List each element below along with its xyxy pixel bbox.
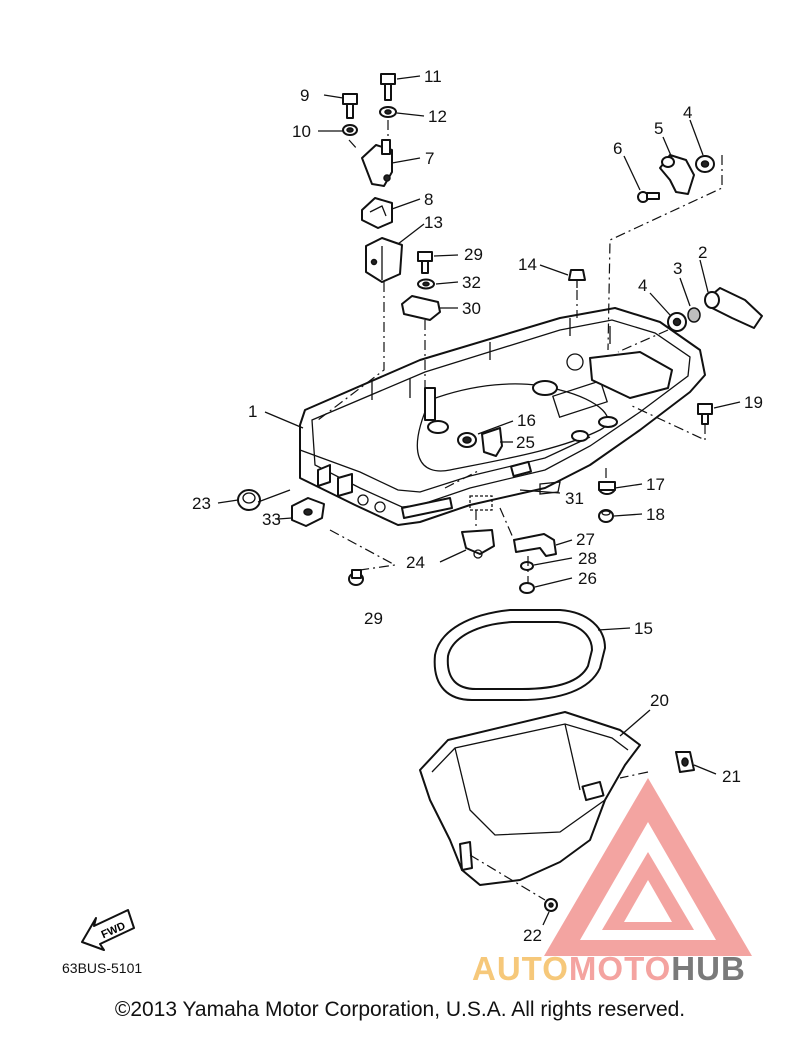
callout-24: 24: [406, 553, 425, 572]
part-4-grommet-lower: [667, 312, 687, 332]
part-17-grommet: [598, 481, 616, 495]
part-15-seal: [433, 609, 606, 701]
callout-29-upper: 29: [464, 245, 483, 264]
part-9-bolt: [342, 93, 358, 119]
diagram-code: 63BUS-5101: [62, 960, 143, 976]
part-12-washer: [379, 106, 397, 118]
callout-7: 7: [425, 149, 434, 168]
callout-9: 9: [300, 86, 309, 105]
part-24-fitting: [461, 529, 495, 559]
callout-27: 27: [576, 530, 595, 549]
watermark-hub: HUB: [671, 950, 746, 987]
part-5-lever: [659, 154, 695, 195]
part-29-bolt-lower: [348, 569, 364, 586]
part-13-rubber: [365, 237, 403, 283]
callout-8: 8: [424, 190, 433, 209]
part-23-plug: [237, 489, 261, 511]
callout-28: 28: [578, 549, 597, 568]
callout-13: 13: [424, 213, 443, 232]
callout-16: 16: [517, 411, 536, 430]
part-6-screw: [637, 191, 660, 203]
part-25-clamp: [481, 427, 503, 457]
callout-4-lower: 4: [638, 276, 647, 295]
callout-17: 17: [646, 475, 665, 494]
part-30-plate: [401, 295, 441, 321]
callout-20: 20: [650, 691, 669, 710]
callout-2: 2: [698, 243, 707, 262]
part-16-grommet: [457, 432, 477, 448]
watermark-triangle: [544, 778, 752, 956]
copyright-notice: ©2013 Yamaha Motor Corporation, U.S.A. A…: [114, 998, 686, 1021]
part-22-nut: [544, 898, 558, 912]
part-26-screw: [519, 582, 535, 594]
callout-15: 15: [634, 619, 653, 638]
callout-29-lower: 29: [364, 609, 383, 628]
part-11-bolt: [380, 73, 396, 101]
bottom-cowling: [299, 307, 706, 526]
callout-19: 19: [744, 393, 763, 412]
part-33-grommet: [291, 497, 325, 527]
callout-30: 30: [462, 299, 481, 318]
callout-32: 32: [462, 273, 481, 292]
callout-21: 21: [722, 767, 741, 786]
part-32-washer: [417, 278, 435, 290]
callout-5: 5: [654, 119, 663, 138]
callout-25: 25: [516, 433, 535, 452]
callout-22: 22: [523, 926, 542, 945]
callout-18: 18: [646, 505, 665, 524]
callout-12: 12: [428, 107, 447, 126]
part-27-bracket: [513, 533, 557, 557]
part-18-collar: [598, 509, 614, 523]
part-14-clip: [568, 269, 586, 288]
callout-31: 31: [565, 489, 584, 508]
callouts: 1 2 3 4 4 5 6 7 8 9 10 11 12 13 14 15 16…: [192, 67, 763, 945]
callout-11: 11: [424, 67, 442, 86]
callout-3: 3: [673, 259, 682, 278]
part-29-bolt-upper: [417, 251, 433, 274]
part-10-washer: [342, 124, 358, 136]
part-3-washer: [687, 307, 701, 323]
leader-lines: [217, 75, 741, 926]
part-4-grommet-upper: [695, 155, 715, 173]
callout-26: 26: [578, 569, 597, 588]
watermark-auto: AUTO: [472, 950, 569, 987]
callout-23: 23: [192, 494, 211, 513]
callout-14: 14: [518, 255, 537, 274]
callout-33: 33: [262, 510, 281, 529]
watermark-logo: AUTOMOTOHUB: [472, 950, 746, 988]
watermark-moto: MOTO: [568, 950, 672, 987]
callout-4-upper: 4: [683, 103, 692, 122]
part-2-lever-handle: [704, 287, 763, 329]
callout-6: 6: [613, 139, 622, 158]
fwd-arrow: FWD: [81, 909, 135, 951]
part-20-tray: [419, 711, 641, 886]
dash-dot-lines: [317, 120, 723, 901]
callout-1: 1: [248, 402, 257, 421]
part-7-bracket: [361, 139, 393, 187]
part-28-washer: [520, 561, 534, 571]
part-8-hook: [361, 197, 393, 229]
part-19-bolt: [697, 403, 713, 425]
part-21-damper: [675, 751, 695, 773]
callout-10: 10: [292, 122, 311, 141]
